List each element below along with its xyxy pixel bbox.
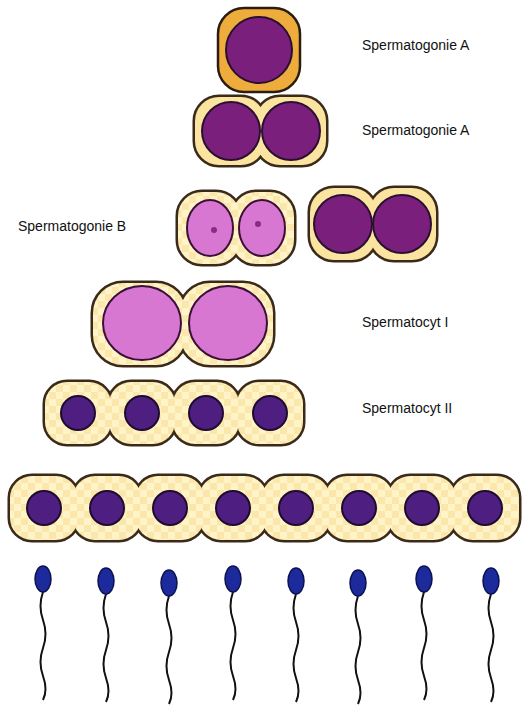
stage-label: Spermatogonie B [18,218,126,234]
spermatogonium-a-pair [310,188,436,260]
spermatid-chain [10,476,519,540]
stage-label: Spermatocyt I [362,314,448,330]
stage-label: Spermatogonie A [362,37,469,53]
spermatogonium-a-pair [195,97,326,165]
spermatogonium-b-pair [178,192,294,264]
spermatozoa [35,566,499,704]
stage-label: Spermatocyt II [362,400,452,416]
spermatogonium-a-cell [218,8,300,92]
secondary-spermatocyte-chain [45,382,303,444]
primary-spermatocyte-pair [93,283,273,365]
stage-label: Spermatogonie A [362,122,469,138]
